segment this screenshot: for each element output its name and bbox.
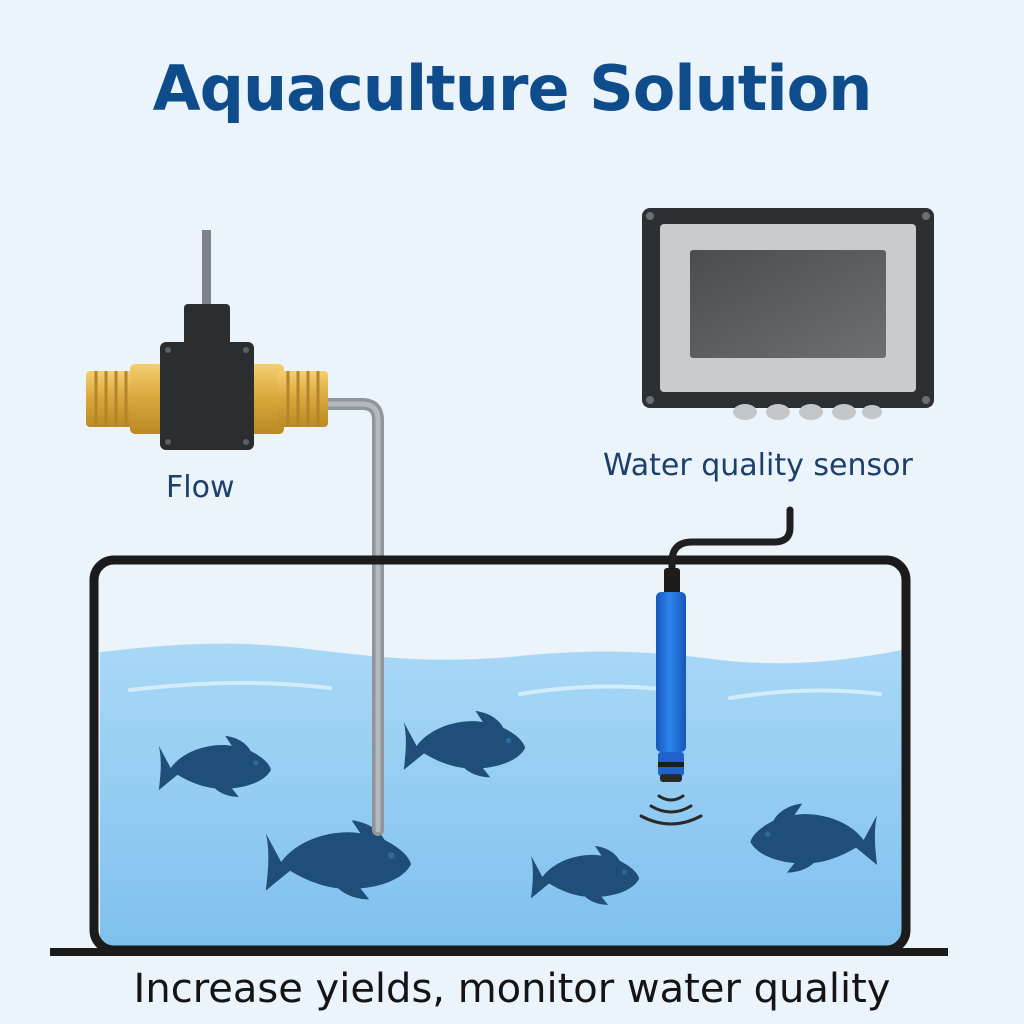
signal-waves-icon	[639, 794, 703, 826]
fish-icon	[403, 711, 526, 778]
monitor-icon	[642, 208, 934, 420]
water-body	[100, 643, 902, 948]
tagline: Increase yields, monitor water quality	[133, 966, 891, 1012]
flow-pipe	[312, 398, 384, 836]
flow-label: Flow	[166, 470, 235, 505]
flow-meter-icon	[86, 230, 328, 450]
sensor-label: Water quality sensor	[603, 448, 913, 483]
fish-icon	[158, 735, 271, 797]
page-title: Aquaculture Solution	[152, 52, 873, 125]
probe-cable	[668, 506, 794, 598]
fish-icon	[530, 845, 640, 905]
probe-icon	[656, 568, 686, 782]
fish-icon	[265, 820, 411, 900]
fish-icon	[750, 803, 878, 873]
